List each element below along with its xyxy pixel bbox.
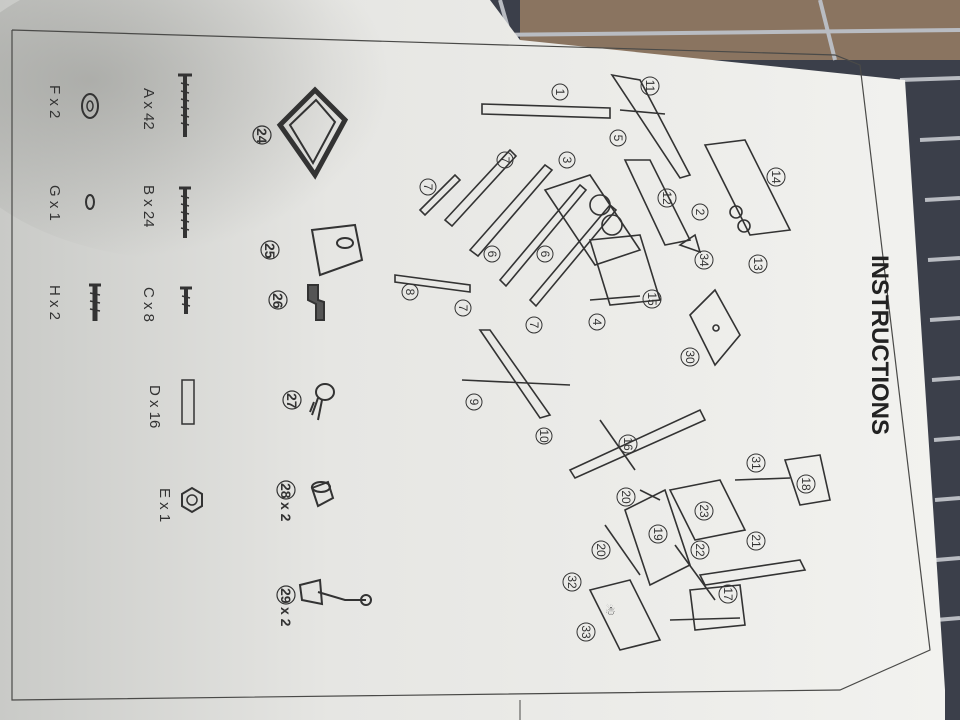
callout-7c: 7 (456, 305, 470, 312)
callout-20b: 20 (594, 543, 608, 557)
washer-g-icon (85, 194, 95, 210)
hardware-label-h: H x 2 (46, 285, 63, 320)
accessories-panel (276, 86, 372, 606)
callout-8: 8 (403, 289, 417, 296)
bucket-icon (310, 480, 335, 508)
hardware-label-b: B x 24 (140, 185, 157, 228)
hardware-label-d: D x 16 (146, 385, 163, 428)
accessory-number-26: 26 (270, 293, 286, 309)
hardware-label-e: E x 1 (156, 488, 173, 522)
callout-4: 4 (590, 319, 604, 326)
callout-34: 34 (697, 253, 711, 267)
callout-23: 23 (697, 504, 711, 518)
wire-rack (489, 0, 960, 622)
hardware-label-f: F x 2 (46, 85, 63, 118)
sheet-border (11, 29, 931, 701)
accessory-number-28: 28 (278, 483, 294, 499)
accessory-qty-28: x 2 (278, 502, 294, 522)
screw-a-icon (178, 73, 192, 137)
keys-icon (309, 383, 335, 421)
faucet-icon (307, 284, 325, 321)
callout-7a: 7 (421, 184, 435, 191)
callout-11: 11 (643, 80, 657, 93)
callout-2: 2 (693, 209, 707, 216)
water-cooler-icon (310, 223, 364, 277)
callout-5: 5 (611, 135, 625, 142)
shovel-icon (298, 578, 372, 606)
dowel-d-icon (181, 379, 195, 425)
screw-c-icon (180, 286, 192, 314)
callout-20a: 20 (619, 490, 633, 504)
callout-19: 19 (651, 527, 665, 541)
callout-30: 30 (683, 350, 697, 364)
assembly-diagram: ☃ (394, 73, 831, 651)
callout-6b: 6 (538, 251, 552, 258)
callout-33: 33 (579, 625, 593, 639)
camera-shadow (0, 0, 440, 260)
screw-b-icon (179, 186, 191, 238)
callout-10: 10 (537, 429, 551, 443)
callout-3: 3 (560, 157, 574, 164)
callout-18: 18 (799, 477, 813, 491)
sandbox-tray-icon (276, 86, 349, 180)
accessory-number-24: 24 (254, 128, 270, 144)
accessory-number-25: 25 (262, 243, 278, 259)
hardware-label-c: C x 8 (140, 287, 157, 322)
sheet-title: INSTRUCTIONS (866, 255, 893, 435)
callout-13: 13 (751, 257, 765, 271)
callout-6a: 6 (485, 251, 499, 258)
hardware-panel (81, 73, 203, 514)
accessory-number-29: 29 (278, 588, 294, 604)
hardware-label-g: G x 1 (46, 185, 63, 221)
callout-9: 9 (467, 399, 481, 406)
callout-21: 21 (749, 534, 763, 548)
callout-7d: 7 (527, 322, 541, 329)
screw-h-icon (89, 283, 101, 321)
callout-32: 32 (565, 575, 579, 589)
callouts: 1 2 3 4 5 6 6 7 7 7 7 8 9 10 11 12 13 14… (401, 76, 816, 642)
accessory-qty-29: x 2 (278, 607, 294, 627)
callout-16: 16 (621, 437, 635, 451)
accessory-number-27: 27 (284, 393, 300, 409)
washer-f-icon (81, 93, 99, 119)
callout-31: 31 (749, 456, 763, 470)
nut-e-icon (181, 486, 203, 514)
callout-1: 1 (553, 89, 567, 96)
svg-text:☃: ☃ (605, 603, 616, 618)
callout-7b: 7 (498, 157, 512, 164)
callout-12: 12 (660, 191, 674, 205)
callout-22: 22 (693, 543, 707, 557)
hardware-label-a: A x 42 (140, 88, 157, 130)
callout-14: 14 (769, 170, 783, 184)
callout-17: 17 (721, 587, 735, 601)
callout-15: 15 (645, 292, 659, 306)
